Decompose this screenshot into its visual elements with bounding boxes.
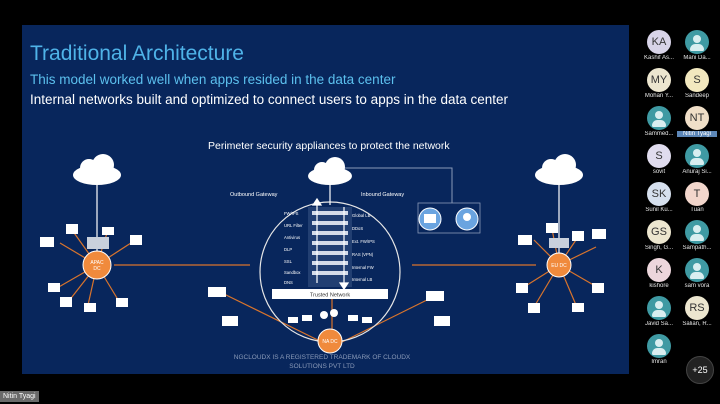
participant-name: Imran — [651, 359, 667, 365]
avatar: KA — [647, 30, 671, 54]
right-stack-label: Internal LB — [352, 277, 372, 282]
more-participants-button[interactable]: +25 — [686, 356, 714, 384]
eu-hub-label: EU DC — [551, 263, 567, 269]
participant-name: kishore — [649, 283, 669, 289]
participant-tile[interactable]: Anuraj Si... — [677, 142, 717, 182]
avatar: RS — [685, 296, 709, 320]
avatar — [647, 296, 671, 320]
dc-hubs — [82, 237, 572, 354]
participant-name: Kashif As... — [643, 55, 674, 61]
outbound-gateway-label: Outbound Gateway — [230, 192, 278, 198]
avatar — [647, 334, 671, 358]
avatar: NT — [685, 106, 709, 130]
participant-tile[interactable]: Sammed... — [639, 104, 679, 144]
participant-name: Anuraj Si... — [682, 169, 712, 175]
participant-name: Sunil Ku... — [645, 207, 673, 213]
avatar: GS — [647, 220, 671, 244]
right-stack-label: DDoS — [352, 226, 363, 231]
avatar — [685, 220, 709, 244]
trademark-line: SOLUTIONS PVT LTD — [289, 363, 355, 370]
left-stack-label: FW/IPS — [284, 211, 299, 216]
server-icons — [288, 309, 372, 323]
avatar: K — [647, 258, 671, 282]
right-stack-label: Global LB — [352, 213, 371, 218]
left-stack-label: Sandbox — [284, 270, 301, 275]
participant-name: Sandeep — [684, 93, 710, 99]
trademark-line: NGCLOUDX IS A REGISTERED TRADEMARK OF CL… — [233, 354, 411, 361]
participant-name: Mani Da... — [683, 55, 711, 61]
participant-tile[interactable]: Mani Da... — [677, 28, 717, 68]
na-hub-label: NA DC — [322, 339, 338, 345]
avatar — [647, 106, 671, 130]
left-stack-label: DNS — [284, 280, 293, 285]
inbound-gateway-label: Inbound Gateway — [361, 192, 404, 198]
avatar: T — [685, 182, 709, 206]
avatar: S — [685, 68, 709, 92]
participant-name: Singh, G... — [644, 245, 674, 251]
participant-name: sam vora — [684, 283, 710, 289]
participant-name: Sammed... — [644, 131, 674, 137]
avatar — [685, 144, 709, 168]
eu-cloud-icon — [535, 154, 583, 185]
participant-tile[interactable]: Sampath... — [677, 218, 717, 258]
left-stack-label: URL Filter — [284, 223, 303, 228]
avatar — [685, 30, 709, 54]
left-stack-label: SSL — [284, 259, 293, 264]
slide-subtitle-2: Internal networks built and optimized to… — [30, 92, 509, 107]
participant-tile[interactable]: sam vora — [677, 256, 717, 296]
apac-hub-label: DC — [93, 266, 101, 272]
central-cloud-icon — [308, 157, 352, 185]
right-stack-label: Internal FW — [352, 265, 374, 270]
right-stack-label: Ext. FW/IPS — [352, 239, 375, 244]
active-speaker-label: Nitin Tyagi — [0, 391, 39, 402]
participant-name: Sampath... — [682, 245, 712, 251]
participant-name: Tuan — [690, 207, 704, 213]
slide-subtitle-1: This model worked well when apps resided… — [30, 72, 396, 87]
architecture-diagram: FW/IPS URL Filter Antivirus DLP SSL Sand… — [40, 154, 606, 354]
participant-name: Mohan Y... — [644, 93, 674, 99]
slide-title: Traditional Architecture — [30, 42, 244, 65]
presentation-slide: FW/IPS URL Filter Antivirus DLP SSL Sand… — [22, 25, 629, 374]
apac-hub-label: APAC — [90, 260, 104, 266]
perimeter-caption: Perimeter security appliances to protect… — [208, 140, 450, 152]
left-stack-label: DLP — [284, 247, 292, 252]
participant-tile[interactable]: Imran — [639, 332, 679, 372]
trademark-notice: NGCLOUDX IS A REGISTERED TRADEMARK OF CL… — [222, 353, 422, 371]
avatar: SK — [647, 182, 671, 206]
appliance-stack — [272, 207, 388, 299]
avatar — [685, 258, 709, 282]
participant-name: Nitin Tyagi — [677, 131, 717, 137]
more-participants-tile[interactable]: +25 — [680, 356, 720, 396]
participant-name: Salian, R... — [682, 321, 712, 327]
participant-tile[interactable]: Javid Sa... — [639, 294, 679, 334]
inbound-service-icons — [417, 202, 481, 234]
participant-name: sovit — [652, 169, 666, 175]
right-stack-label: RAS (VPN) — [352, 252, 374, 257]
cloud-icons — [73, 154, 583, 185]
avatar: MY — [647, 68, 671, 92]
apac-cloud-icon — [73, 154, 121, 185]
avatar: S — [647, 144, 671, 168]
branch-building-icons — [40, 223, 606, 326]
trusted-network-label: Trusted Network — [310, 293, 350, 299]
left-stack-label: Antivirus — [284, 235, 300, 240]
participant-name: Javid Sa... — [644, 321, 673, 327]
